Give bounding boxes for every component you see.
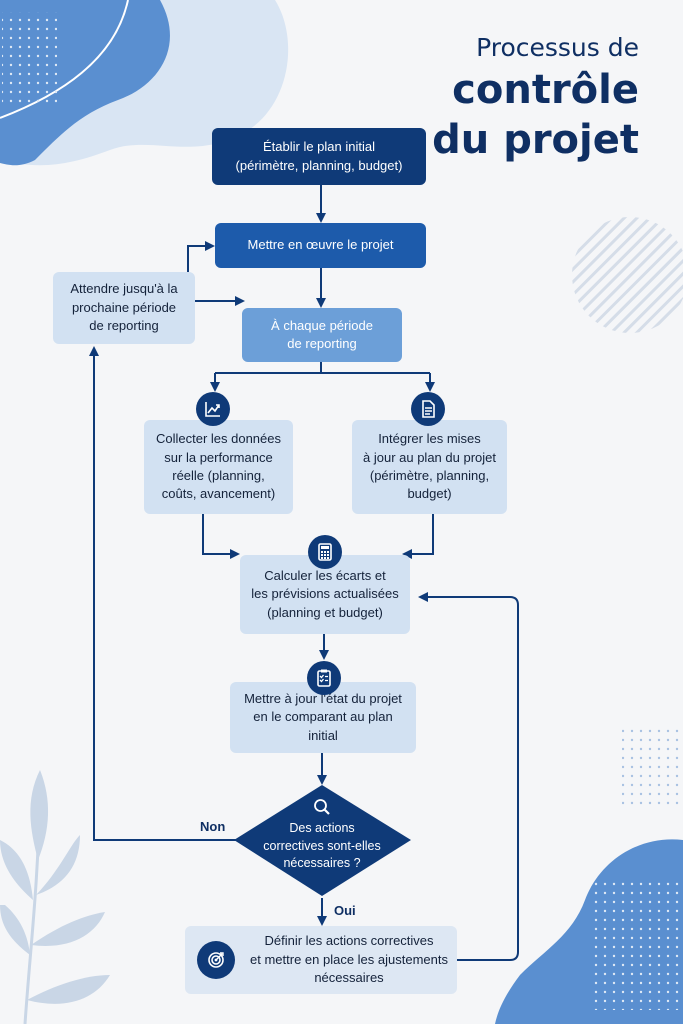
step-corrective-line: nécessaires: [314, 970, 384, 986]
document-icon: [411, 392, 445, 426]
arrow-period-split: [215, 362, 430, 374]
step-integrate-line: Intégrer les mises: [378, 431, 481, 447]
step-wait-line: prochaine période: [71, 299, 177, 315]
step-collect-line: Collecter les données: [155, 431, 282, 447]
step-calculate-line: (planning et budget): [267, 604, 383, 620]
label-no: Non: [200, 819, 226, 834]
step-corrective-line: et mettre en place les ajustements: [250, 951, 448, 967]
target-icon: [197, 941, 235, 979]
step-collect-line: coûts, avancement): [161, 486, 276, 502]
search-icon: [305, 790, 339, 824]
arrow-integrate-to-calc: [402, 514, 434, 559]
chart-icon: [196, 392, 230, 426]
decision-line: Des actions: [289, 821, 355, 835]
label-yes: Oui: [334, 903, 356, 918]
arrow-collect-to-calc: [202, 514, 240, 559]
calculator-icon: [308, 535, 342, 569]
step-period: À chaque période de reporting: [242, 308, 402, 362]
arrow-corrective-loop: [418, 592, 519, 961]
step-execute-line: Mettre en œuvre le projet: [247, 237, 394, 253]
step-integrate-line: budget): [407, 486, 452, 502]
step-update-line: en le comparant au plan: [253, 709, 393, 725]
step-calculate-line: Calculer les écarts et: [264, 567, 386, 583]
leaf-decoration: [0, 770, 110, 1024]
decision-line: correctives sont-elles: [263, 838, 381, 853]
step-wait: Attendre jusqu'à la prochaine période de r…: [53, 272, 195, 344]
step-calculate-line: les prévisions actualisées: [251, 586, 399, 602]
step-collect-line: sur la performance: [164, 449, 273, 465]
top-left-curve: [0, 0, 129, 119]
step-update-line: initial: [308, 727, 338, 743]
step-plan: Établir le plan initial (périmètre, plann…: [212, 128, 426, 185]
title-line-3: du projet: [432, 117, 639, 163]
step-period-line: À chaque période: [271, 317, 373, 333]
step-execute: Mettre en œuvre le projet: [215, 223, 426, 268]
arrow-wait-to-execute: [187, 241, 215, 272]
title-line-1: Processus de: [476, 33, 639, 62]
step-period-line: de reporting: [287, 336, 357, 351]
step-collect: Collecter les données sur la performance r…: [144, 420, 293, 514]
step-collect-line: réelle (planning,: [172, 468, 265, 483]
step-integrate-line: à jour au plan du projet: [363, 449, 496, 465]
step-wait-line: Attendre jusqu'à la: [70, 281, 178, 297]
step-corrective-line: Définir les actions correctives: [264, 933, 434, 949]
decision-line: nécessaires ?: [283, 856, 361, 870]
arrow-decision-no: [89, 346, 236, 841]
step-plan-line: Établir le plan initial: [262, 139, 375, 155]
decision-text: Des actions correctives sont-elles néces…: [262, 820, 382, 873]
step-wait-line: de reporting: [89, 318, 159, 334]
step-plan-line: (périmètre, planning, budget): [235, 157, 403, 173]
step-integrate: Intégrer les mises à jour au plan du proj…: [352, 420, 507, 514]
clipboard-icon: [307, 661, 341, 695]
title-line-2: contrôle: [452, 67, 639, 113]
step-integrate-line: (périmètre, planning,: [369, 468, 490, 483]
step-update-line: Mettre à jour l'état du projet: [244, 690, 402, 706]
